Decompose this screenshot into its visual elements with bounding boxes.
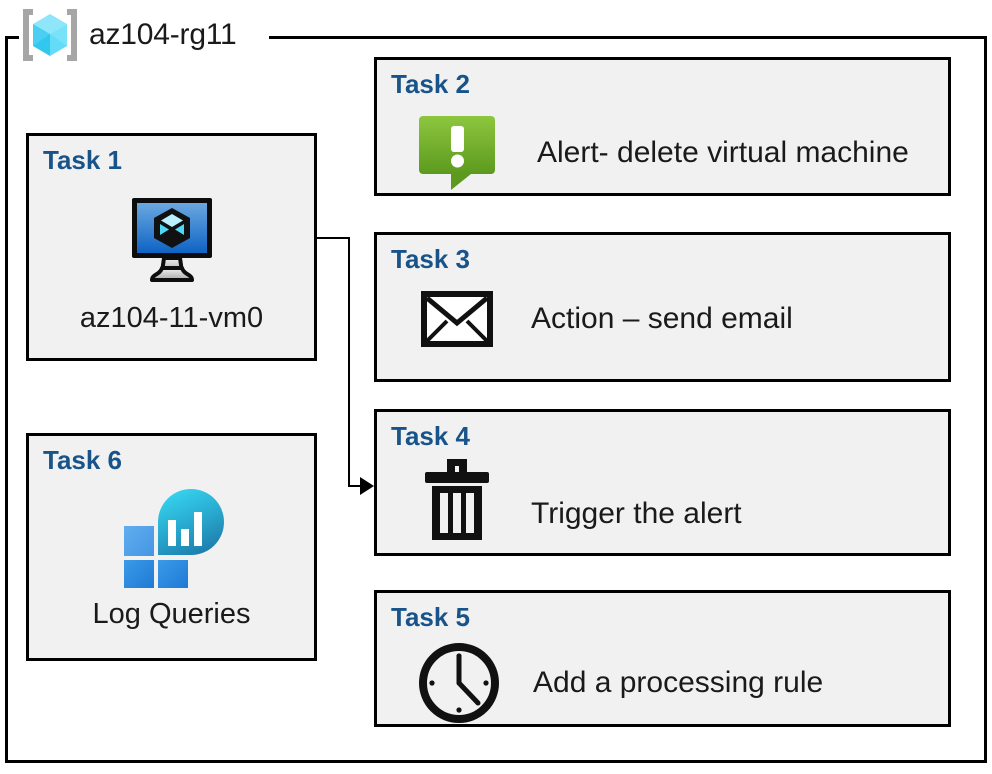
task-5-content: Add a processing rule [417,641,823,725]
task-3-content: Action – send email [421,291,793,347]
task-4-title: Task 4 [391,421,471,451]
connector-segment-horizontal-bottom [348,485,366,487]
task-6-icon-slot [29,484,314,588]
task-2-label: Alert- delete virtual machine [537,136,909,170]
connector-arrowhead [360,477,374,495]
virtual-machine-icon [131,198,212,282]
task-4-box[interactable]: Task 4 Trigger the alert [374,409,951,556]
task-2-box[interactable]: Task 2 Alert- delete virtual machine [374,57,951,196]
resource-group-border-right [984,36,987,763]
task-1-title: Task 1 [43,145,123,175]
task-4-content: Trigger the alert [423,456,742,542]
task-3-box[interactable]: Task 3 Action – send email [374,232,951,382]
clock-icon [419,643,499,723]
task-5-label: Add a processing rule [533,666,824,700]
task-6-box[interactable]: Task 6 [26,433,317,661]
azure-resource-group-icon [23,9,77,61]
resource-group-border-left [5,36,8,763]
task-4-label: Trigger the alert [531,497,742,531]
resource-group-label: az104-rg11 [19,2,237,68]
task-3-title: Task 3 [391,244,471,274]
task-6-title: Task 6 [43,445,123,475]
resource-group-border-top-left-stub [5,36,19,39]
task-5-title: Task 5 [391,602,471,632]
log-analytics-icon [123,489,224,588]
task-1-icon-slot [29,196,314,284]
task-2-content: Alert- delete virtual machine [417,112,909,194]
task-1-box[interactable]: Task 1 [26,133,317,361]
resource-group-name: az104-rg11 [89,18,237,51]
connector-segment-vertical [348,237,350,486]
resource-group-border-top [269,36,987,39]
task-5-box[interactable]: Task 5 Add a processing rule [374,590,951,727]
task-2-title: Task 2 [391,69,471,99]
envelope-icon [421,291,493,347]
resource-group-border-bottom [5,760,987,763]
trash-can-icon [425,459,489,540]
task-6-caption: Log Queries [92,598,251,630]
task-3-label: Action – send email [531,302,793,336]
alert-bubble-icon [419,116,495,190]
task-1-caption: az104-11-vm0 [79,302,264,334]
